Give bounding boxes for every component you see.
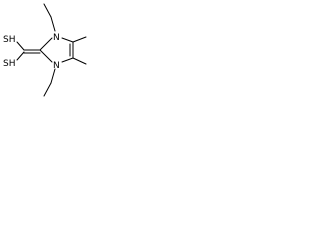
atom-label-sh-top: SH xyxy=(3,35,15,45)
bond-ring-c2-nbottom xyxy=(39,49,53,63)
bond-ring-nbottom-c4 xyxy=(61,57,74,63)
atom-label-sh-bottom: SH xyxy=(3,59,15,69)
atom-label-n-top: N xyxy=(53,33,60,43)
atom-label-n-bottom: N xyxy=(53,61,60,71)
bond-top-ethyl-ch3 xyxy=(43,3,52,18)
bond-bottom-ethyl-ch3 xyxy=(43,82,52,97)
bond-methyl-c4 xyxy=(72,57,87,65)
bond-bottom-ethyl-ch2 xyxy=(50,68,56,84)
bond-ring-c5-ntop xyxy=(61,37,74,43)
bond-c-sh-top xyxy=(16,41,25,51)
structure-diagram: SH SH N N xyxy=(3,3,87,97)
bond-c-sh-bottom xyxy=(16,51,25,61)
bond-methyl-c5 xyxy=(72,36,87,43)
bond-ring-ntop-c2 xyxy=(39,37,53,51)
bond-top-ethyl-ch2 xyxy=(50,16,56,32)
